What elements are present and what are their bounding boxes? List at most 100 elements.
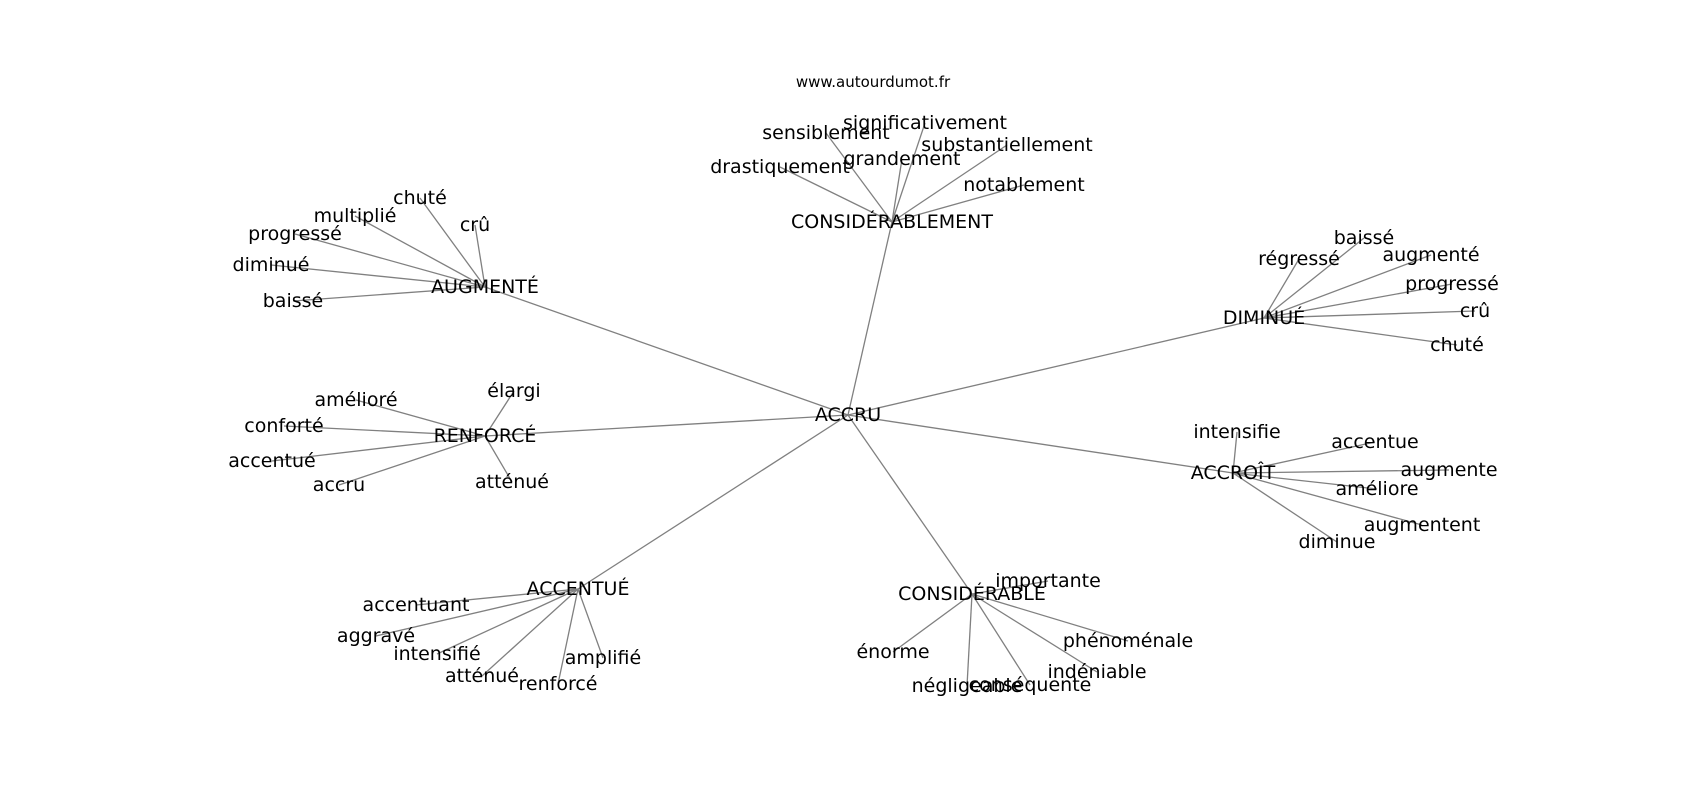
edge-hub-leaf (354, 215, 486, 288)
edge-hub-leaf (971, 593, 1129, 642)
leaf-word[interactable]: accentue (1331, 431, 1418, 453)
edge-hub-leaf (892, 593, 973, 653)
edge-hub-leaf (1263, 258, 1300, 319)
edge-hub-leaf (891, 158, 903, 223)
leaf-word[interactable]: chuté (393, 187, 447, 209)
edge-hub-leaf (971, 593, 1031, 686)
edge-hub-leaf (484, 390, 515, 437)
hub-word[interactable]: ACCENTUÉ (527, 577, 630, 600)
edge-hub-leaf (1232, 472, 1378, 490)
edge-hub-leaf (436, 588, 579, 655)
leaf-word[interactable]: phénoménale (1063, 630, 1193, 652)
leaf-word[interactable]: drastiquement (710, 156, 850, 178)
edge-hub-leaf (1232, 441, 1376, 474)
leaf-word[interactable]: sensiblement (762, 122, 890, 144)
leaf-word[interactable]: atténué (445, 665, 519, 687)
edge-hub-leaf (779, 166, 893, 223)
edge-hub-leaf (891, 122, 926, 223)
leaf-word[interactable]: renforcé (519, 673, 598, 695)
leaf-word[interactable]: conséquente (969, 674, 1092, 696)
edge-hub-leaf (474, 224, 486, 288)
edge-center-hub (577, 414, 849, 590)
edge-hub-leaf (375, 588, 579, 637)
hub-word[interactable]: ACCROÎT (1191, 461, 1276, 484)
leaf-word[interactable]: importante (995, 570, 1101, 592)
edge-hub-leaf (1232, 431, 1238, 474)
edge-hub-leaf (971, 593, 1098, 673)
edge-hub-leaf (1263, 237, 1365, 319)
leaf-word[interactable]: diminué (233, 254, 310, 276)
edge-hub-leaf (419, 197, 486, 288)
edge-hub-leaf (891, 184, 1025, 223)
leaf-word[interactable]: intensifie (1193, 421, 1280, 443)
graph-edges (270, 122, 1476, 687)
edge-center-hub (847, 414, 973, 595)
leaf-word[interactable]: énorme (856, 641, 929, 663)
leaf-word[interactable]: amplifié (565, 647, 641, 669)
leaf-word[interactable]: intensifié (393, 643, 480, 665)
leaf-word[interactable]: baissé (263, 290, 323, 312)
edge-hub-leaf (966, 593, 973, 687)
edge-hub-leaf (557, 588, 579, 685)
edge-hub-leaf (338, 435, 486, 486)
edge-center-hub (847, 221, 893, 416)
leaf-word[interactable]: augmentent (1364, 514, 1481, 536)
leaf-word[interactable]: atténué (475, 471, 549, 493)
edge-hub-leaf (825, 132, 893, 223)
leaf-word[interactable]: augmente (1400, 459, 1497, 481)
edge-hub-leaf (577, 588, 604, 659)
leaf-word[interactable]: crû (1460, 300, 1490, 322)
center-word[interactable]: ACCRU (815, 404, 881, 426)
edge-center-hub (484, 414, 849, 437)
leaf-word[interactable]: grandement (844, 148, 961, 170)
leaf-word[interactable]: élargi (487, 380, 540, 402)
leaf-word[interactable]: progressé (1405, 273, 1499, 295)
hub-word[interactable]: AUGMENTÉ (431, 275, 539, 298)
leaf-word[interactable]: régressé (1258, 248, 1340, 270)
graph-labels: www.autourdumot.fr ACCRU CONSIDÉRABLEMENT… (228, 73, 1499, 697)
site-url[interactable]: www.autourdumot.fr (796, 73, 951, 91)
hub-word[interactable]: RENFORCÉ (434, 424, 537, 447)
leaf-word[interactable]: crû (460, 214, 490, 236)
hub-word[interactable]: CONSIDÉRABLE (898, 582, 1046, 605)
hub-word[interactable]: CONSIDÉRABLEMENT (791, 210, 993, 233)
edge-hub-leaf (271, 435, 486, 462)
leaf-word[interactable]: indéniable (1047, 661, 1146, 683)
hub-word[interactable]: DIMINUÉ (1223, 306, 1305, 329)
edge-hub-leaf (355, 399, 486, 437)
edge-hub-leaf (294, 233, 486, 288)
leaf-word[interactable]: augmenté (1382, 244, 1479, 266)
leaf-word[interactable]: négligeable (912, 675, 1023, 697)
leaf-word[interactable]: améliore (1335, 478, 1418, 500)
leaf-word[interactable]: notablement (963, 174, 1084, 196)
edge-hub-leaf (283, 425, 486, 437)
edge-hub-leaf (270, 264, 486, 288)
edge-hub-leaf (484, 435, 513, 483)
leaf-word[interactable]: diminue (1299, 531, 1376, 553)
edge-hub-leaf (1232, 469, 1450, 474)
leaf-word[interactable]: multiplié (314, 205, 397, 227)
leaf-word[interactable]: baissé (1334, 227, 1394, 249)
leaf-word[interactable]: accentué (228, 450, 315, 472)
leaf-word[interactable]: aggravé (337, 625, 415, 647)
edge-hub-leaf (292, 286, 486, 302)
edge-hub-leaf (1263, 310, 1476, 319)
leaf-word[interactable]: substantiellement (921, 134, 1092, 156)
leaf-word[interactable]: progressé (248, 223, 342, 245)
edge-hub-leaf (1232, 472, 1423, 526)
edge-hub-leaf (971, 580, 1049, 595)
edge-hub-leaf (481, 588, 579, 677)
leaf-word[interactable]: chuté (1430, 334, 1484, 356)
edge-hub-leaf (1263, 254, 1432, 319)
edge-center-hub (484, 286, 849, 416)
edge-hub-leaf (1232, 472, 1338, 543)
leaf-word[interactable]: significativement (843, 112, 1007, 134)
edge-center-hub (847, 414, 1234, 474)
edge-hub-leaf (891, 144, 1008, 223)
leaf-word[interactable]: conforté (244, 415, 323, 437)
leaf-word[interactable]: accru (313, 474, 365, 496)
edge-hub-leaf (1263, 283, 1453, 319)
leaf-word[interactable]: accentuant (363, 594, 470, 616)
leaf-word[interactable]: amélioré (314, 389, 397, 411)
